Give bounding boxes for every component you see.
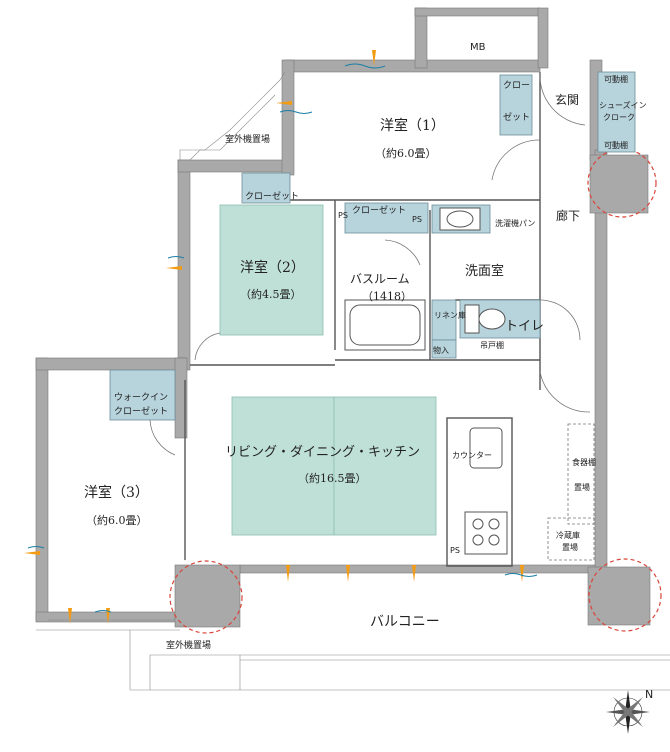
storage-small-label: 物入 xyxy=(433,345,449,355)
closet3-label: クローゼット xyxy=(352,204,406,216)
movable-shelf-bottom: 可動棚 xyxy=(604,140,628,150)
ac-unit-bottom-label: 室外機置場 xyxy=(166,639,211,651)
ps-label-1: PS xyxy=(338,211,348,220)
partitions xyxy=(184,72,541,567)
fridge-line2: 置場 xyxy=(562,542,578,552)
walkin-closet-line2: クローゼット xyxy=(114,405,168,417)
kitchen-fixtures xyxy=(464,427,508,555)
bathtub xyxy=(344,299,426,351)
walkin-closet-line1: ウォークイン xyxy=(114,392,168,403)
closet1-label-line1: クロー xyxy=(503,80,530,91)
compass-north-label: N xyxy=(645,688,653,701)
movable-shelf-top: 可動棚 xyxy=(604,74,628,84)
room-fills xyxy=(219,204,437,536)
dish-shelf-line1: 食器棚 xyxy=(572,457,596,467)
washbasin xyxy=(439,207,481,231)
room-western2-size: （約4.5畳） xyxy=(240,287,302,301)
ps-label-3: PS xyxy=(450,546,460,555)
closet1-label-line2: ゼット xyxy=(503,111,530,123)
compass-icon xyxy=(606,690,650,734)
room-ldk-size: （約16.5畳） xyxy=(298,471,367,485)
room-ldk-name: リビング・ダイニング・キッチン xyxy=(225,445,420,460)
walls xyxy=(35,7,608,623)
room-western3-size: （約6.0畳） xyxy=(86,513,148,527)
closet2-label: クローゼット xyxy=(245,190,299,202)
linen-label: リネン庫 xyxy=(434,310,466,320)
window-blue-marks xyxy=(27,63,538,613)
washroom-label: 洗面室 xyxy=(465,263,504,279)
ps-label-2: PS xyxy=(412,215,422,224)
dish-fridge-areas xyxy=(547,423,595,561)
column-markers xyxy=(169,148,662,634)
room-western2-name: 洋室（2） xyxy=(240,259,305,276)
entrance-label: 玄関 xyxy=(555,92,579,107)
shoes-closet-line1: シューズイン xyxy=(599,100,647,110)
window-accents xyxy=(24,50,524,624)
door-arcs xyxy=(149,71,591,456)
balcony-label: バルコニー xyxy=(370,614,440,630)
hanging-shelf-label: 吊戸棚 xyxy=(480,340,504,350)
mb-label: MB xyxy=(470,42,486,53)
washing-pan-label: 洗濯機パン xyxy=(495,218,535,228)
ac-unit-top-label: 室外機置場 xyxy=(225,133,270,145)
room-western3-name: 洋室（3） xyxy=(84,484,149,501)
fridge-line1: 冷蔵庫 xyxy=(556,530,580,540)
corridor-label: 廊下 xyxy=(556,208,580,223)
toilet-fixture xyxy=(464,304,506,334)
columns xyxy=(174,154,651,628)
toilet-label: トイレ xyxy=(505,319,544,334)
shoes-closet-line2: クローク xyxy=(603,113,635,122)
room-western1-name: 洋室（1） xyxy=(380,117,445,134)
thin-lines xyxy=(36,71,670,691)
counter-label: カウンター xyxy=(452,451,492,460)
room-western1-size: （約6.0畳） xyxy=(375,146,437,160)
bathroom-size: （1418） xyxy=(362,290,412,303)
bathroom-name: バスルーム xyxy=(350,272,410,286)
dish-shelf-line2: 置場 xyxy=(574,482,590,492)
